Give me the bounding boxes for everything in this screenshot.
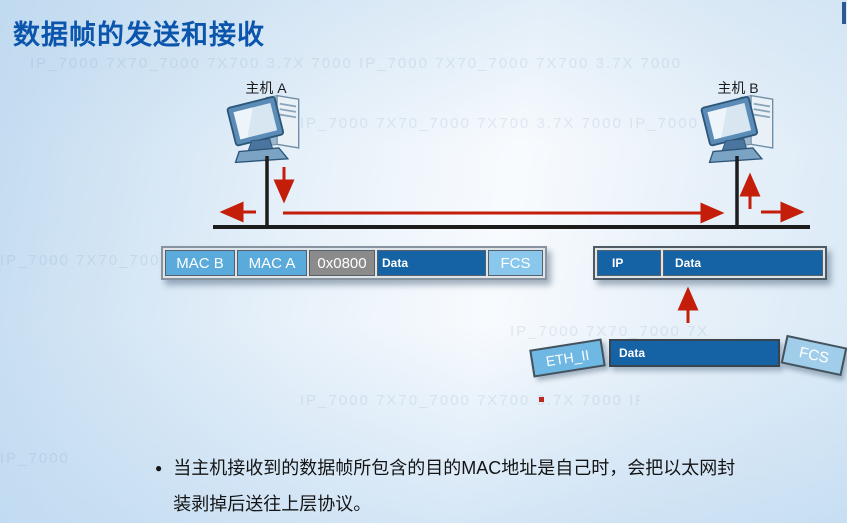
host-a-computer-icon: [226, 94, 300, 164]
host-a-label: 主机 A: [245, 80, 287, 96]
watermark-row: IP_7000 7X70_7000 7X700 3.7X 7000 IP_700…: [300, 115, 720, 132]
bullet-marker: ●: [155, 461, 163, 475]
bullet-text: 当主机接收到的数据帧所包含的目的MAC地址是自己时，会把以太网封装剥掉后送往上层…: [173, 458, 736, 514]
host-b-computer-icon: [700, 94, 774, 164]
frame-field-ethertype: 0x0800: [309, 250, 375, 276]
packet-field-data: Data: [663, 250, 823, 276]
bullet-note: ● 当主机接收到的数据帧所包含的目的MAC地址是自己时，会把以太网封装剥掉后送往…: [155, 450, 740, 522]
watermark-row: IP_7000 7X70_7000 7X700 3.7X 7000 IP_700…: [0, 252, 165, 269]
watermark-row: IP_7000 7X70_7000 7X700 3.7X 7000 IP_700…: [510, 323, 710, 340]
frame-field-mac-b: MAC B: [165, 250, 235, 276]
red-dot-mark: [539, 397, 544, 402]
watermark-row: IP_7000 7X70_7000 7X700 3.7X 7000 IP_700…: [30, 55, 682, 72]
host-b-label: 主机 B: [717, 80, 759, 96]
watermark-row: IP_7000 7X70_7000 7X700 3.7X 7000 IP_700…: [0, 450, 70, 467]
ethernet-frame-sent: MAC B MAC A 0x0800 Data FCS: [161, 246, 547, 280]
frame-field-data: Data: [377, 250, 486, 276]
upper-layer-packet: IP Data: [593, 246, 827, 280]
stripped-eth-header: ETH_II: [529, 338, 606, 378]
frame-field-mac-a: MAC A: [237, 250, 307, 276]
stripped-frame-data: Data: [609, 339, 780, 367]
watermark-row: IP_7000 7X70_7000 7X700 3.7X 7000 IP_700…: [300, 392, 640, 409]
packet-field-ip: IP: [597, 250, 661, 276]
stripped-fcs: FCS: [780, 334, 847, 377]
slide-corner-decoration: [842, 2, 846, 24]
page-title: 数据帧的发送和接收: [13, 20, 265, 50]
frame-field-fcs: FCS: [488, 250, 543, 276]
